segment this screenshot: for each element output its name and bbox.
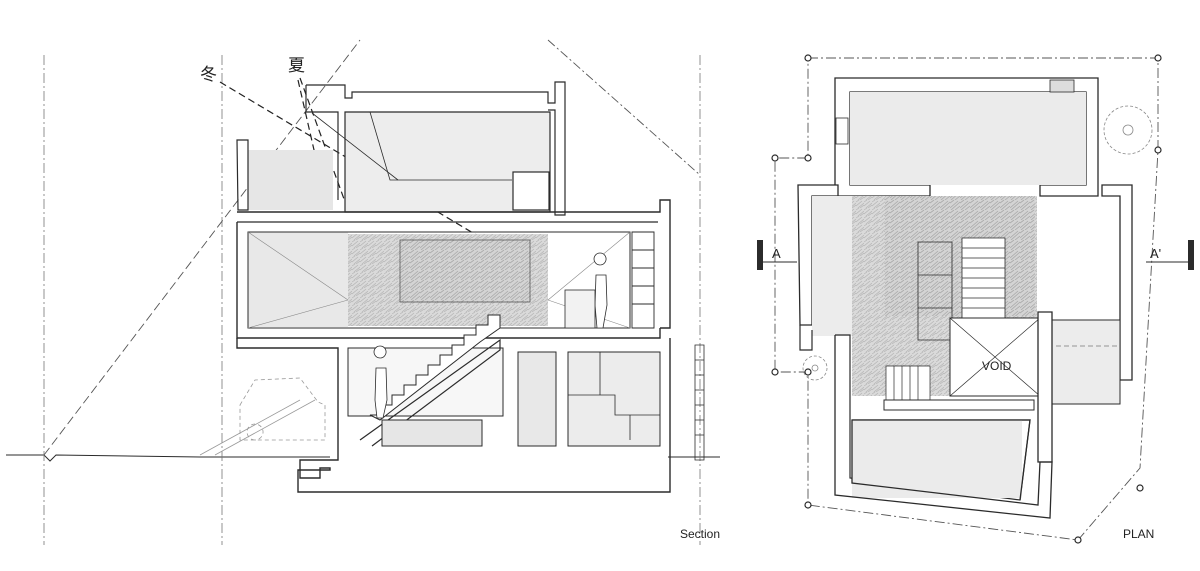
tree-symbol-small (802, 355, 828, 381)
floor2-slab (237, 199, 671, 329)
plan-upper-niche (1049, 79, 1075, 93)
plan-caption: PLAN (1123, 527, 1155, 541)
ground-line (6, 454, 330, 462)
boundary-node (771, 368, 779, 376)
boundary-node (1154, 54, 1162, 62)
boundary-node (1074, 536, 1082, 544)
person-figure-lower (373, 345, 388, 419)
summer-sun-ray-b (299, 77, 349, 211)
section-marker-right-label: A' (1150, 246, 1162, 261)
boundary-node (1136, 484, 1144, 492)
section-marker-left-label: A (772, 246, 781, 261)
stair (369, 314, 501, 421)
shelves (631, 231, 655, 329)
plan-small-stair (885, 365, 931, 401)
roof-box (512, 171, 550, 211)
boundary-node (804, 154, 812, 162)
plan-right-column (1037, 311, 1053, 463)
ramp (199, 399, 316, 456)
section-drawing (6, 39, 720, 545)
boundary-node (1154, 146, 1162, 154)
plan-floor-band (883, 399, 1035, 411)
plan-main-texture-2 (885, 196, 1035, 316)
boundary-node (771, 154, 779, 162)
left-terrace-shade (248, 150, 333, 210)
void-label: VOID (982, 359, 1012, 373)
mid-room-outline (236, 222, 661, 339)
plan-right-room (1051, 319, 1121, 405)
mid-room-persp (247, 231, 631, 329)
person-figure-upper (593, 252, 608, 329)
plan-stair (961, 237, 1006, 319)
section-marker-left (757, 240, 763, 270)
roof-triangle (311, 112, 399, 181)
winter-sun-ray (219, 81, 536, 271)
plan-upper-window (835, 117, 849, 145)
boundary-node (804, 368, 812, 376)
right-screen (694, 344, 705, 461)
site-boundary (774, 57, 1159, 541)
lower-room-bottom (381, 419, 483, 447)
boundary-node (804, 501, 812, 509)
lower-room-right-detail (568, 352, 660, 440)
plan-void-x (949, 317, 1041, 397)
stair-stringer (359, 338, 501, 447)
winter-sun-label: 冬 (200, 65, 217, 85)
mid-room-left-fill (248, 232, 348, 327)
section-marker-right (1188, 240, 1194, 270)
plan-lower-room (852, 420, 1022, 498)
plan-left-lower-wall (799, 325, 813, 351)
setback-line-right (547, 39, 701, 176)
summer-sun-label: 夏 (288, 56, 305, 76)
setback-line-left (43, 39, 361, 456)
lower-room-mid (517, 351, 557, 447)
plan-drawing (757, 54, 1194, 544)
lower-room-right (567, 351, 661, 447)
tree-symbol-small-core (811, 364, 819, 372)
plan-lower-walls (834, 335, 1053, 519)
roof-left-wall (305, 85, 339, 200)
roof-slope (369, 111, 512, 181)
plan-left-corridor (812, 196, 852, 336)
mid-room-core (399, 239, 531, 303)
plan-upper-room (850, 92, 1086, 185)
left-terrace-wall (236, 139, 249, 211)
boundary-node (804, 54, 812, 62)
lower-outline (236, 338, 671, 493)
car-outline (239, 377, 326, 441)
kitchen-counter (564, 289, 596, 329)
tree-symbol-large (1103, 105, 1153, 155)
roof-outline (306, 81, 566, 216)
section-caption: Section (680, 527, 721, 541)
tree-symbol-large-core (1122, 124, 1134, 136)
